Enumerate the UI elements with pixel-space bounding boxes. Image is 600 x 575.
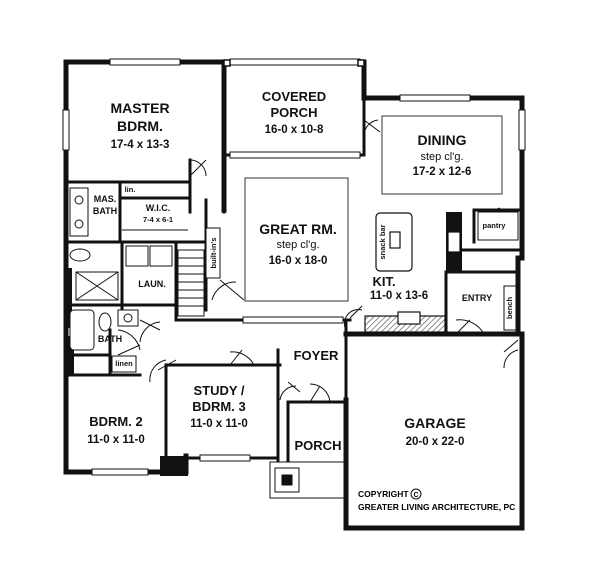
copyright-symbol-icon xyxy=(410,488,422,500)
copyright-line1: COPYRIGHT xyxy=(358,489,409,499)
bench-label: bench xyxy=(505,297,514,320)
mas-bath-name1: MAS. xyxy=(94,194,117,204)
mas-bath-name2: BATH xyxy=(93,206,117,216)
windows xyxy=(62,58,526,476)
great-rm-note: step cl'g. xyxy=(276,239,319,251)
wic-name: W.I.C. xyxy=(146,203,171,213)
bdrm2-name: BDRM. 2 xyxy=(89,414,142,429)
pantry-label: pantry xyxy=(483,221,507,230)
study-dims: 11-0 x 11-0 xyxy=(190,418,248,430)
wic-dims: 7-4 x 6-1 xyxy=(143,215,173,224)
master-bdrm-name1: MASTER xyxy=(110,100,169,116)
lin-top-label: lin. xyxy=(125,185,136,194)
garage-dims: 20-0 x 22-0 xyxy=(406,436,465,448)
great-rm-name: GREAT RM. xyxy=(259,221,337,237)
study-name2: BDRM. 3 xyxy=(192,399,245,414)
covered-porch-name2: PORCH xyxy=(271,105,318,120)
bdrm2-dims: 11-0 x 11-0 xyxy=(87,434,145,446)
foyer-label: FOYER xyxy=(294,348,339,363)
bath-label: BATH xyxy=(98,334,122,344)
doors xyxy=(117,119,519,403)
copyright-line2: GREATER LIVING ARCHITECTURE, PC xyxy=(358,502,515,512)
porch-columns xyxy=(223,59,365,67)
copyright-block: COPYRIGHT C GREATER LIVING ARCHITECTURE,… xyxy=(358,488,515,512)
master-bdrm-name2: BDRM. xyxy=(117,118,163,134)
copyright-c-glyph: C xyxy=(413,492,418,499)
kit-dims: 11-0 x 13-6 xyxy=(370,290,428,302)
step-ceilings xyxy=(244,115,503,302)
master-bdrm-dims: 17-4 x 13-3 xyxy=(111,139,170,151)
entry-label: ENTRY xyxy=(462,293,492,303)
covered-porch-name1: COVERED xyxy=(262,89,326,104)
laun-label: LAUN. xyxy=(138,279,166,289)
dining-dims: 17-2 x 12-6 xyxy=(413,166,472,178)
great-rm-dims: 16-0 x 18-0 xyxy=(269,255,328,267)
linen-label: linen xyxy=(115,359,133,368)
snack-bar-label: snack bar xyxy=(378,224,387,259)
dining-name: DINING xyxy=(418,132,467,148)
dining-note: step cl'g. xyxy=(420,151,463,163)
porch-label: PORCH xyxy=(295,438,342,453)
garage-name: GARAGE xyxy=(404,415,465,431)
stairs xyxy=(177,249,205,317)
built-ins-label: built-in's xyxy=(209,238,218,269)
fixtures xyxy=(69,187,519,493)
study-name1: STUDY / xyxy=(193,383,244,398)
interior-walls xyxy=(64,96,524,462)
porch-step xyxy=(269,461,347,499)
kitchen-counters xyxy=(364,212,461,333)
covered-porch-dims: 16-0 x 10-8 xyxy=(265,124,324,136)
room-labels: MASTER BDRM. 17-4 x 13-3 COVERED PORCH 1… xyxy=(87,89,514,453)
kit-name: KIT. xyxy=(372,274,395,289)
